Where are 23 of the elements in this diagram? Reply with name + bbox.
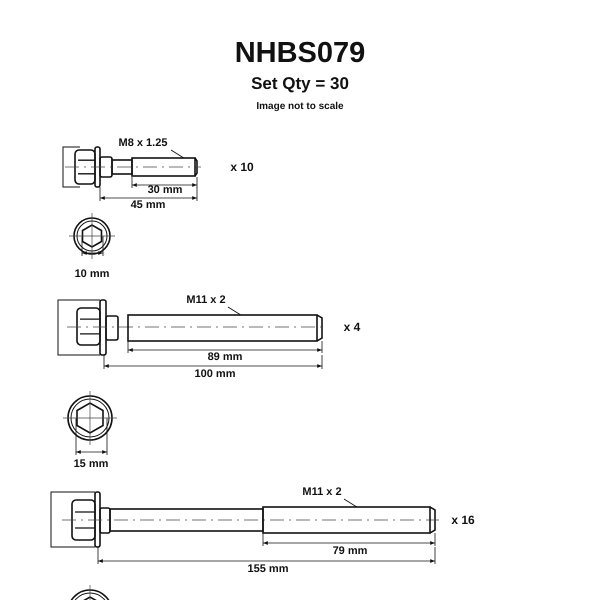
thread-section [131, 157, 196, 177]
dimension-label: 155 mm [246, 562, 290, 576]
thread-size-label: M8 x 1.25 [113, 136, 173, 150]
dimension-label: 45 mm [130, 198, 166, 212]
dimension-label: x 10 [229, 159, 255, 175]
dimension-label: 10 mm [74, 267, 110, 281]
note-text: Set Qty = 30 [250, 72, 350, 94]
leader-line [344, 498, 358, 508]
part-number-title: NHBS079 [234, 36, 366, 70]
thread-size-label: M11 x 2 [182, 293, 230, 307]
leader-line [170, 150, 184, 158]
leader-line [228, 306, 242, 316]
note-text: Image not to scale [255, 100, 345, 114]
dimension-label: x 4 [342, 319, 362, 335]
dimension-label: x 16 [450, 512, 476, 528]
dimension-label: 89 mm [206, 350, 244, 364]
thread-size-label: M11 x 2 [298, 485, 346, 499]
thread-section [262, 506, 431, 534]
dimension-label: 15 mm [72, 457, 110, 471]
dimension-label: 79 mm [332, 544, 368, 558]
dimension-label: 100 mm [194, 367, 236, 381]
dimension-label: 30 mm [146, 183, 184, 197]
thread-section [127, 314, 318, 342]
